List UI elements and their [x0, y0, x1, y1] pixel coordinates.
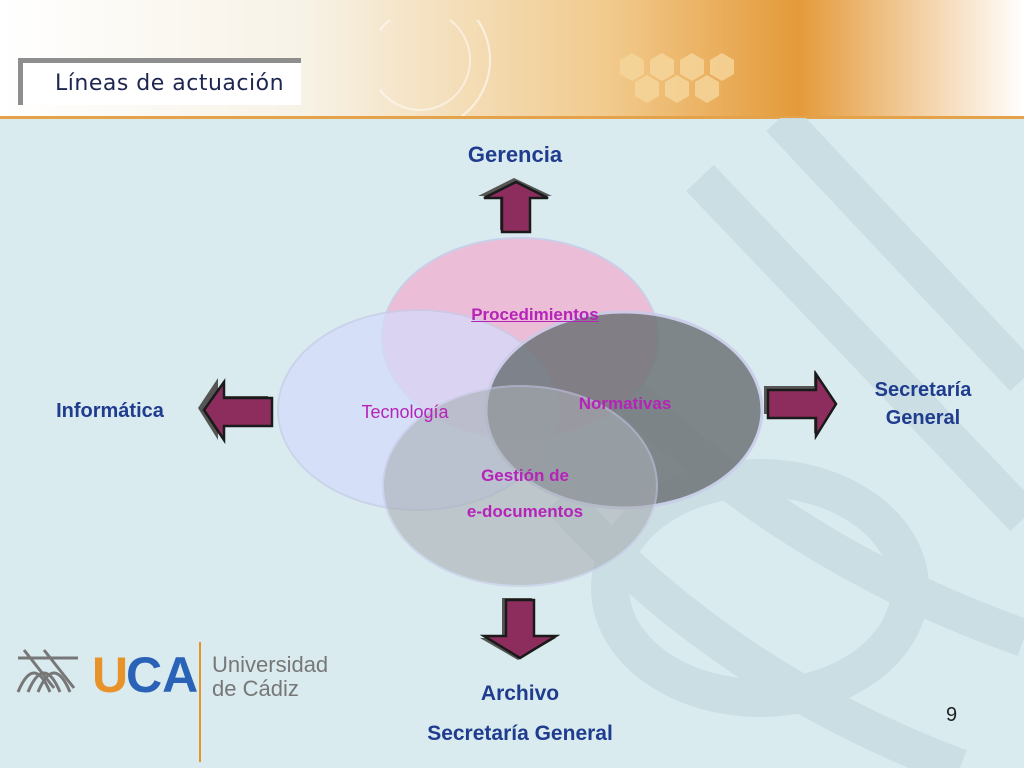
arrow-down-icon [479, 598, 561, 660]
logo-letter-u: U [92, 647, 129, 703]
uca-logo: U CA Universidad de Cádiz [14, 640, 334, 762]
target-gerencia: Gerencia [467, 142, 563, 167]
target-secretaria-general: Secretaría General [848, 376, 998, 432]
title-box: Líneas de actuación [18, 58, 301, 105]
circle-gestion [382, 385, 658, 587]
target-secretaria-line1: Secretaría [874, 379, 972, 401]
arrow-right-icon [764, 369, 838, 441]
header-divider [0, 116, 1024, 119]
arrow-up-icon [478, 178, 552, 234]
target-archivo-line2: Secretaría General [427, 722, 613, 745]
logo-name-line2: de Cádiz [212, 676, 299, 701]
arrow-left-icon [198, 378, 274, 445]
target-archivo: Archivo Secretaría General [420, 674, 620, 754]
label-tecnologia: Tecnología [361, 402, 449, 422]
logo-separator [199, 642, 201, 762]
target-secretaria-line2: General [885, 407, 961, 429]
logo-name-line1: Universidad [212, 652, 329, 677]
hexagon-pattern-decoration [380, 20, 734, 116]
target-archivo-line1: Archivo [480, 682, 560, 705]
page-number: 9 [946, 704, 958, 726]
label-gestion: Gestión de e-documentos [430, 458, 620, 530]
label-gestion-line2: e-documentos [466, 502, 584, 521]
label-procedimientos: Procedimientos [471, 305, 599, 324]
slide-title: Líneas de actuación [55, 71, 285, 96]
label-gestion-line1: Gestión de [481, 466, 569, 485]
target-informatica: Informática [56, 400, 164, 422]
label-normativas: Normativas [578, 394, 672, 413]
uca-emblem-icon [16, 649, 78, 693]
logo-letters-ca: CA [126, 647, 199, 703]
